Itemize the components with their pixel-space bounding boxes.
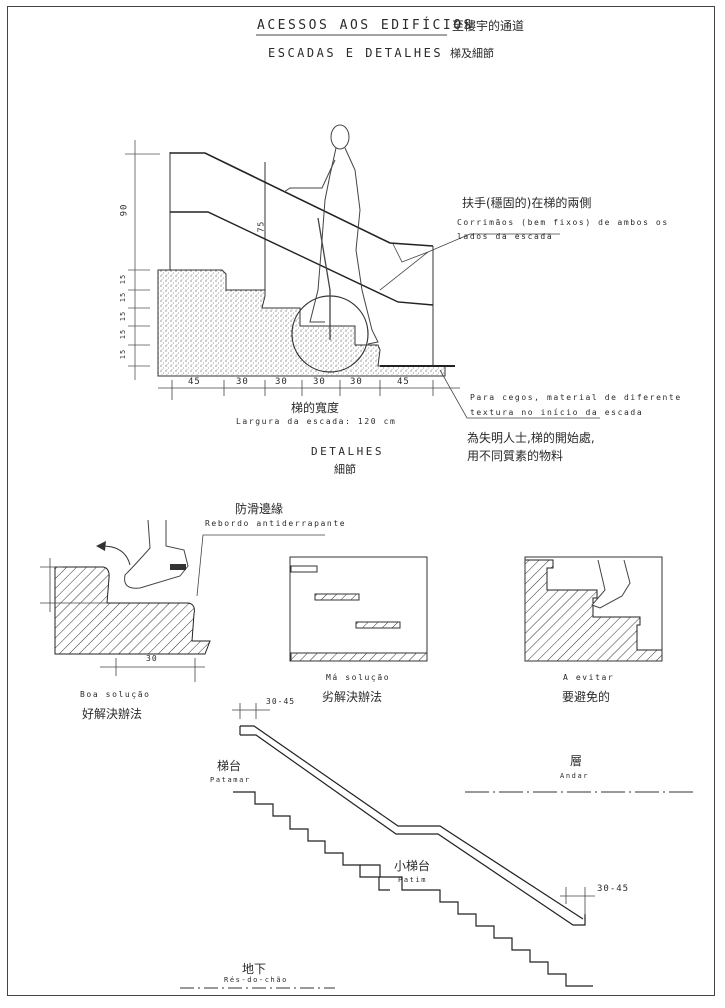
main-stair-section bbox=[125, 124, 600, 419]
shoe bbox=[124, 519, 189, 589]
upper-flight bbox=[233, 791, 390, 891]
person-figure bbox=[283, 124, 379, 345]
width-dim-4: 30 bbox=[313, 377, 326, 387]
blind-note-zh-1: 為失明人士,梯的開始處, bbox=[467, 431, 595, 445]
subtitle-zh: 梯及細節 bbox=[450, 47, 494, 60]
blind-note-pt-2: textura no início da escada bbox=[470, 408, 644, 417]
details-heading-zh: 細節 bbox=[334, 463, 356, 476]
bad-solution-pt: Má solução bbox=[326, 673, 391, 682]
handrail-label-pt-2: lados da escada bbox=[457, 232, 554, 241]
avoid-pt: A evitar bbox=[563, 673, 615, 682]
width-label-pt: Largura da escada: 120 cm bbox=[236, 417, 397, 426]
riser-dim-5: 15 bbox=[119, 348, 128, 360]
details-heading-pt: DETALHES bbox=[311, 445, 384, 458]
bottom-extension-dim: 30-45 bbox=[597, 884, 630, 894]
landing-top-pt: Patamar bbox=[210, 776, 251, 784]
vertical-dim-label: 90 bbox=[119, 203, 130, 217]
blind-note-zh-2: 用不同質素的物料 bbox=[467, 449, 564, 463]
blind-note-pt-1: Para cegos, material de diferente bbox=[470, 393, 682, 402]
good-solution-zh: 好解決辦法 bbox=[82, 707, 143, 721]
lower-flight bbox=[360, 864, 593, 987]
bad-solution-zh: 劣解決辦法 bbox=[322, 690, 383, 704]
stair-mass bbox=[157, 269, 446, 377]
ground-label-pt: Rés-do-chão bbox=[224, 976, 288, 984]
riser-dim-3: 15 bbox=[119, 310, 128, 322]
title-pt: ACESSOS AOS EDIFÍCIOS bbox=[257, 18, 474, 33]
avoid-zh: 要避免的 bbox=[562, 690, 611, 704]
nosing-label-zh: 防滑邊緣 bbox=[235, 502, 284, 516]
subtitle-pt: ESCADAS E DETALHES bbox=[268, 46, 444, 60]
nosing-label-pt: Rebordo antiderrapante bbox=[205, 519, 347, 528]
handrail-label-pt-1: Corrimãos (bem fixos) de ambos os bbox=[457, 218, 669, 227]
width-dim-1: 45 bbox=[188, 377, 201, 387]
good-solution-pt: Boa solução bbox=[80, 690, 151, 699]
width-dim-3: 30 bbox=[275, 377, 288, 387]
top-extension-dim: 30-45 bbox=[266, 697, 296, 706]
upper-handrail bbox=[170, 152, 434, 247]
width-label-zh: 梯的寬度 bbox=[291, 401, 340, 415]
riser-dim-2: 15 bbox=[119, 291, 128, 303]
width-dim-6: 45 bbox=[397, 377, 410, 387]
detail-bad-solution bbox=[289, 556, 428, 662]
handrail-height-label: 75 bbox=[256, 220, 266, 233]
riser-dim-1: 15 bbox=[119, 273, 128, 285]
mid-landing-pt: Patim bbox=[398, 876, 428, 884]
detail-good-solution bbox=[40, 519, 325, 682]
riser-dim-4: 15 bbox=[119, 328, 128, 340]
width-dim-5: 30 bbox=[350, 377, 363, 387]
ground-label-zh: 地下 bbox=[242, 962, 267, 976]
width-ticks bbox=[171, 380, 434, 400]
width-dim-2: 30 bbox=[236, 377, 249, 387]
lower-handrail bbox=[170, 211, 434, 306]
title-zh: 至樓宇的通道 bbox=[452, 19, 525, 33]
landing-top-zh: 梯台 bbox=[217, 759, 242, 773]
mid-landing-zh: 小梯台 bbox=[394, 859, 431, 873]
nosing-dimension: 30 bbox=[146, 654, 158, 663]
detail-avoid bbox=[524, 556, 663, 662]
handrail-label-zh: 扶手(穩固的)在梯的兩側 bbox=[462, 196, 592, 210]
page-border bbox=[7, 6, 715, 996]
floor-label-pt: Andar bbox=[560, 772, 590, 780]
floor-label-zh: 層 bbox=[570, 754, 583, 768]
stair-section bbox=[180, 703, 695, 989]
riser-ticks bbox=[128, 269, 150, 367]
